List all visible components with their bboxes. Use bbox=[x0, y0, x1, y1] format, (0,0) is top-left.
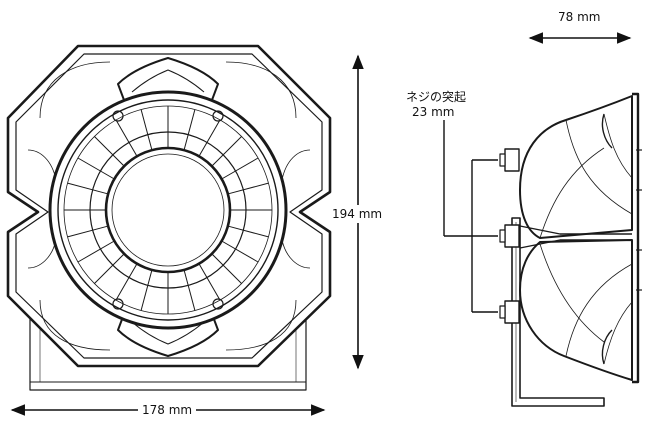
upper-horn bbox=[519, 95, 633, 239]
grille-spoke bbox=[94, 136, 125, 167]
grille-spoke bbox=[198, 119, 221, 157]
grille-spoke bbox=[67, 225, 109, 238]
grille-spoke bbox=[67, 182, 109, 195]
grille-spoke bbox=[183, 109, 196, 151]
top-lobe bbox=[117, 57, 219, 101]
grille-spoke bbox=[211, 136, 242, 167]
horn-mouth bbox=[632, 92, 640, 384]
bolt-bottom bbox=[504, 300, 520, 324]
grille-spoke bbox=[227, 182, 269, 195]
housing-inner bbox=[15, 53, 323, 359]
grille-spoke bbox=[198, 263, 221, 301]
grille-spoke bbox=[221, 157, 259, 180]
grille-spoke bbox=[221, 240, 259, 263]
grille-spoke bbox=[211, 253, 242, 284]
speaker-front-view bbox=[6, 44, 332, 391]
grille-spoke bbox=[140, 269, 153, 311]
grille-spoke bbox=[140, 109, 153, 151]
grille-spoke bbox=[183, 269, 196, 311]
bolt-protrusion-label: ネジの突起 23 mm bbox=[406, 90, 466, 120]
lower-horn bbox=[519, 239, 633, 381]
bolt-top bbox=[504, 148, 520, 172]
grille-spoke bbox=[77, 157, 115, 180]
side-bracket bbox=[511, 217, 605, 407]
speaker-side-view bbox=[499, 92, 642, 407]
bolt-callout bbox=[443, 120, 498, 313]
depth-dimension-label: 78 mm bbox=[558, 10, 601, 24]
bolt-protrusion-value: 23 mm bbox=[412, 105, 455, 119]
height-dimension-label: 194 mm bbox=[330, 205, 385, 223]
grille-spoke bbox=[115, 119, 138, 157]
bolt-protrusion-title: ネジの突起 bbox=[406, 90, 467, 104]
grille-spokes bbox=[64, 106, 272, 314]
bolt-middle bbox=[504, 224, 520, 248]
grille-spoke bbox=[94, 253, 125, 284]
grille-spoke bbox=[77, 240, 115, 263]
grille-spoke bbox=[227, 225, 269, 238]
width-dimension-label: 178 mm bbox=[138, 403, 197, 417]
grille-spoke bbox=[115, 263, 138, 301]
